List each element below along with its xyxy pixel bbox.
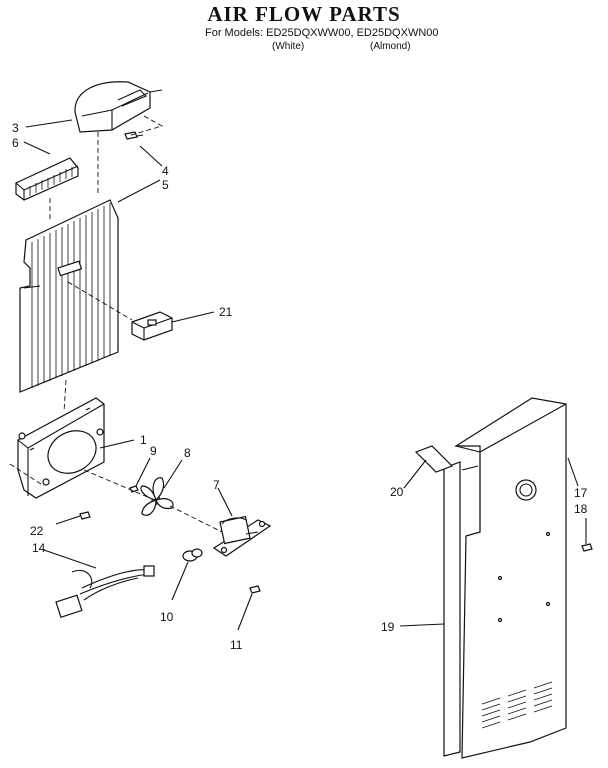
fan-shroud-part (17, 397, 105, 499)
callout-labels: 3 6 4 5 21 1 9 8 7 22 14 10 11 20 19 17 … (12, 121, 588, 652)
screw-part-11 (249, 585, 261, 594)
callout-6: 6 (12, 136, 19, 150)
motor-grommet-part (182, 548, 203, 562)
grille-part (15, 157, 79, 201)
callout-18: 18 (574, 502, 588, 516)
thermostat-bracket-part (131, 311, 173, 341)
air-duct-part (74, 81, 163, 133)
fan-blade-part (129, 477, 174, 516)
fan-motor-part (212, 515, 272, 557)
callout-20: 20 (390, 485, 404, 499)
callout-19: 19 (381, 620, 395, 634)
color-white-label: (White) (272, 41, 305, 52)
callout-7: 7 (213, 478, 220, 492)
callout-8: 8 (184, 446, 191, 460)
callout-10: 10 (160, 610, 174, 624)
seal-strip-part (443, 461, 461, 757)
models-line: For Models: ED25DQXWW00, ED25DQXWN00 (205, 27, 439, 39)
callout-9: 9 (150, 444, 157, 458)
callout-5: 5 (162, 178, 169, 192)
screw-part-4 (124, 131, 144, 140)
callout-14: 14 (32, 541, 46, 555)
diagram-title: AIR FLOW PARTS (207, 2, 401, 26)
color-almond-label: (Almond) (370, 41, 411, 52)
screw-part-18 (581, 543, 593, 552)
duct-cover-panel-part (453, 397, 567, 759)
callout-21: 21 (219, 305, 233, 319)
leader-lines (23, 119, 587, 631)
evaporator-cover-part (19, 199, 119, 393)
wire-harness-part (55, 565, 155, 618)
callout-22: 22 (30, 524, 44, 538)
callout-4: 4 (162, 164, 169, 178)
screw-part-22 (79, 511, 91, 520)
callout-17: 17 (574, 486, 588, 500)
callout-11: 11 (230, 638, 243, 652)
insulation-pad-part (414, 445, 454, 473)
callout-1: 1 (140, 433, 147, 447)
callout-3: 3 (12, 121, 19, 135)
assembly-guide-lines (9, 115, 223, 533)
